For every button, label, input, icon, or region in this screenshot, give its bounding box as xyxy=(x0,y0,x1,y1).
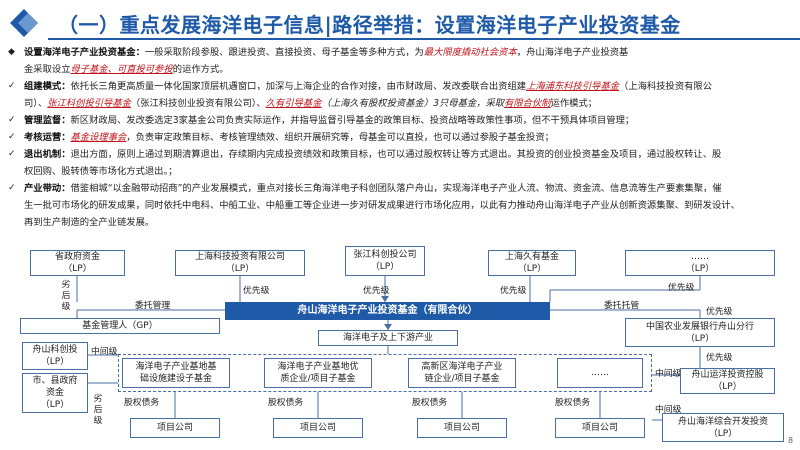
label-equity-debt-4: 股权债务 xyxy=(555,398,591,408)
label-priority-4: 优先级 xyxy=(668,283,695,293)
label-middle-left: 中间级 xyxy=(91,347,118,357)
label-middle-right: 中间级 xyxy=(655,369,682,379)
label-equity-debt-3: 股权债务 xyxy=(412,398,448,408)
project-company-1: 项目公司 xyxy=(130,418,220,438)
label-priority-1: 优先级 xyxy=(243,286,270,296)
label-entrusted-trust: 委托托管 xyxy=(604,301,640,311)
project-company-2: 项目公司 xyxy=(273,418,363,438)
label-middle-right-2: 中间级 xyxy=(655,405,682,415)
page-number: 8 xyxy=(788,436,794,445)
industry-box: 海洋电子及上下游产业 xyxy=(318,330,458,346)
sub-fund-container xyxy=(118,354,652,392)
paragraph-industry: ✓产业带动：借鉴相城“以金融带动招商”的产业发展模式，重点对接长三角海洋电子科创… xyxy=(6,180,796,197)
sub-fund-quality: 海洋电子产业基地优 质企业/项目子基金 xyxy=(264,358,372,388)
label-equity-debt-2: 股权债务 xyxy=(268,398,304,408)
top-lp-jiuyou: 上海久有基金 （LP） xyxy=(488,250,576,276)
sub-fund-others: …… xyxy=(557,358,643,388)
check-bullet-icon: ✓ xyxy=(8,149,16,159)
sub-fund-hightech: 高新区海洋电子产业 链企业/项目子基金 xyxy=(408,358,516,388)
label-inferior-top: 劣后级 xyxy=(61,280,71,312)
paragraph-fund-setup-cont: 金采取设立母子基金、可直投可参投的运作方式。 xyxy=(24,64,229,75)
check-bullet-icon: ✓ xyxy=(8,81,16,91)
label-priority-3: 优先级 xyxy=(500,286,527,296)
left-lp-kechuang: 舟山科创投 （LP） xyxy=(22,342,88,370)
paragraph-supervision: ✓管理监督：新区财政局、发改委选定3家基金公司负责实际运作，并指导监督引导基金的… xyxy=(6,112,796,129)
project-company-3: 项目公司 xyxy=(417,418,507,438)
title-underline xyxy=(48,38,800,40)
project-company-4: 项目公司 xyxy=(555,418,645,438)
gp-box: 基金管理人（GP） xyxy=(20,318,220,334)
title-bar: （一）重点发展海洋电子信息|路径举措：设置海洋电子产业投资基金 xyxy=(0,0,800,42)
label-equity-debt-1: 股权债务 xyxy=(124,398,160,408)
page-title: （一）重点发展海洋电子信息|路径举措：设置海洋电子产业投资基金 xyxy=(58,13,681,37)
bank-lp-box: 中国农业发展银行舟山分行 （LP） xyxy=(625,318,775,347)
top-lp-zhangjiang: 张江科创投公司 （LP） xyxy=(345,246,425,276)
top-lp-shanghai-tech: 上海科技投资有限公司 （LP） xyxy=(175,250,305,276)
check-bullet-icon: ✓ xyxy=(8,183,16,193)
label-priority-6: 优先级 xyxy=(706,353,733,363)
body-text: ◆设置海洋电子产业投资基金：一般采取阶段参股、跟进投资、直接投资、母子基金等多种… xyxy=(6,44,796,231)
paragraph-exit-cont: 权回购、股转债等市场化方式退出。； xyxy=(24,166,178,177)
label-priority-2: 优先级 xyxy=(363,286,390,296)
left-lp-gov: 市、县政府 资金 （LP） xyxy=(22,373,88,413)
paragraph-exit: ✓退出机制：退出方面，原则上通过到期清算退出，存续期内完成投资绩效和政策目标，也… xyxy=(6,146,796,163)
paragraph-organization: ✓组建模式：依托长三角更高质量一体化国家顶层机遇窗口，加深与上海企业的合作对接，… xyxy=(6,78,796,95)
top-lp-province: 省政府资金 （LP） xyxy=(30,250,125,276)
check-bullet-icon: ✓ xyxy=(8,115,16,125)
paragraph-organization-cont: 司）、张江科创投引导基金（张江科技创业投资有限公司）、久有引导基金（上海久有股权… xyxy=(24,98,598,109)
label-inferior-left: 劣后级 xyxy=(93,394,103,426)
diamond-logo-icon xyxy=(10,9,38,37)
check-bullet-icon: ✓ xyxy=(8,132,16,142)
sub-fund-infra: 海洋电子产业基地基 础设施建设子基金 xyxy=(122,358,230,388)
paragraph-industry-cont: 生一批可市场化的研发成果，同时依托中电科、中船工业、中船重工等企业进一步对研发成… xyxy=(24,200,740,211)
top-lp-others: …… （LP） xyxy=(625,250,775,276)
fund-main: 舟山海洋电子产业投资基金（有限合伙） xyxy=(225,302,550,320)
diamond-bullet-icon: ◆ xyxy=(8,47,15,57)
label-priority-5: 优先级 xyxy=(706,307,733,317)
right-lp-yunyang: 舟山运洋投资控股 （LP） xyxy=(680,368,775,394)
paragraph-fund-setup: ◆设置海洋电子产业投资基金：一般采取阶段参股、跟进投资、直接投资、母子基金等多种… xyxy=(6,44,796,61)
label-entrusted-mgmt: 委托管理 xyxy=(135,301,171,311)
right-lp-ocean-dev: 舟山海洋综合开发投资 （LP） xyxy=(662,413,784,442)
paragraph-industry-cont2: 再到生产制造的全产业链发展。 xyxy=(24,217,155,228)
paragraph-assessment: ✓考核运营：基金设理事会，负责审定政策目标、考核管理绩效、组织开展研究等，母基金… xyxy=(6,129,796,146)
